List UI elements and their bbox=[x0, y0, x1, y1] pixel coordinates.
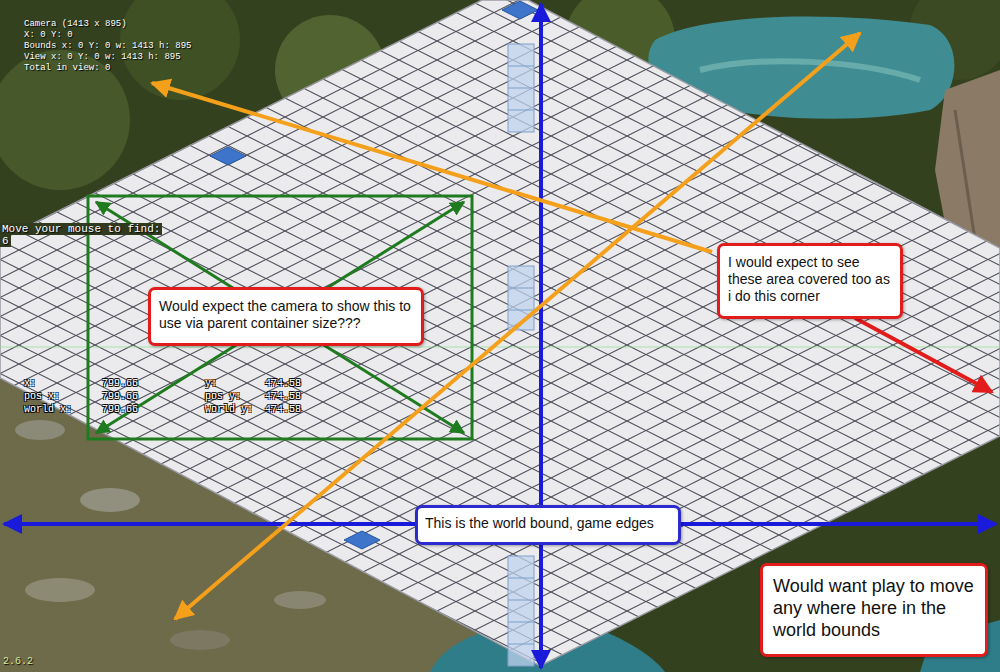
debug-text: 474.58 bbox=[265, 404, 301, 415]
coverage-arrows bbox=[152, 33, 860, 619]
world-bound-axes bbox=[4, 4, 996, 668]
callout-box: I would expect to see these area covered… bbox=[717, 243, 903, 319]
debug-text: pos y: bbox=[205, 391, 241, 402]
debug-text: Total in view: 0 bbox=[24, 64, 110, 74]
debug-text: world x: bbox=[24, 404, 72, 415]
debug-text: Bounds x: 0 Y: 0 w: 1413 h: 895 bbox=[24, 42, 191, 52]
callout-box: Would want play to move any where here i… bbox=[760, 563, 988, 657]
debug-text: Move your mouse to find: bbox=[0, 223, 162, 235]
callout-text: Would want play to move any where here i… bbox=[773, 576, 975, 642]
version-label: 2.6.2 bbox=[3, 656, 33, 667]
debug-text: 799.66 bbox=[102, 378, 138, 389]
callout-text: I would expect to see these area covered… bbox=[728, 254, 892, 305]
callout-text: Would expect the camera to show this to … bbox=[159, 298, 413, 332]
debug-text: 6 bbox=[0, 235, 11, 247]
debug-text: 799.66 bbox=[102, 404, 138, 415]
callout-box: Would expect the camera to show this to … bbox=[148, 287, 424, 346]
guide-line bbox=[0, 347, 1000, 348]
debug-text: View x: 0 Y: 0 w: 1413 h: 895 bbox=[24, 53, 181, 63]
callout-text: This is the world bound, game edges bbox=[425, 515, 671, 532]
callout-text-group: I would expect to see these area covered… bbox=[728, 254, 892, 305]
debug-text: pos x: bbox=[24, 391, 60, 402]
glass-pillars bbox=[508, 44, 534, 666]
callout-text-group: Would expect the camera to show this to … bbox=[159, 298, 413, 332]
debug-text: Camera (1413 x 895) bbox=[24, 20, 127, 30]
debug-text: y: bbox=[205, 378, 217, 389]
debug-text: world y: bbox=[205, 404, 253, 415]
corner-arrow bbox=[855, 318, 992, 392]
debug-text: 474.58 bbox=[265, 378, 301, 389]
callout-text-group: This is the world bound, game edges bbox=[425, 515, 671, 532]
blue-blocks bbox=[210, 1, 538, 549]
debug-text: x: bbox=[24, 378, 36, 389]
callout-text-group: Would want play to move any where here i… bbox=[773, 576, 975, 642]
callout-box: This is the world bound, game edges bbox=[415, 505, 681, 545]
debug-text: 799.66 bbox=[102, 391, 138, 402]
debug-text: X: 0 Y: 0 bbox=[24, 31, 73, 41]
debug-text: 474.58 bbox=[265, 391, 301, 402]
